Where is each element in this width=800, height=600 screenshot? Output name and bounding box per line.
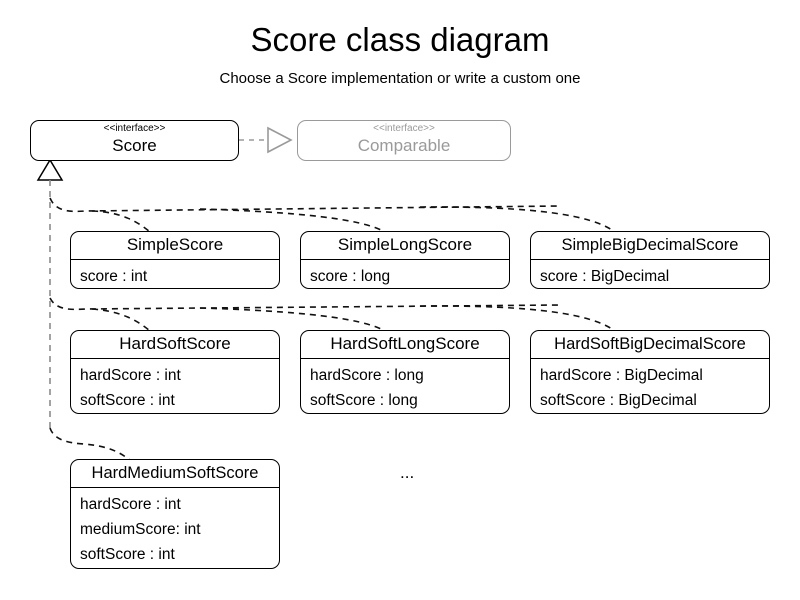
- stereotype-label: <<interface>>: [373, 123, 435, 134]
- attribute-row: hardScore : BigDecimal: [540, 367, 703, 384]
- class-name-label: SimpleLongScore: [337, 235, 473, 254]
- attribute-row: score : int: [80, 268, 148, 285]
- interface-box-score[interactable]: <<interface>> Score: [30, 120, 239, 161]
- attribute-row: hardScore : long: [310, 367, 424, 384]
- generalization-triangle-icon: [36, 158, 64, 181]
- box-header: <<interface>> Score: [31, 121, 238, 160]
- attribute-row: score : long: [310, 268, 391, 285]
- class-box-simple-big-decimal-score[interactable]: SimpleBigDecimalScore score : BigDecimal: [530, 231, 770, 289]
- class-box-simple-score[interactable]: SimpleScore score : int: [70, 231, 280, 289]
- attribute-row: softScore : int: [80, 546, 175, 563]
- attribute-row: mediumScore: int: [80, 521, 201, 538]
- attribute-row: softScore : long: [310, 392, 418, 409]
- class-box-hard-medium-soft-score[interactable]: HardMediumSoftScore hardScore : int medi…: [70, 459, 280, 569]
- page-title: Score class diagram: [250, 21, 550, 58]
- class-box-hard-soft-score[interactable]: HardSoftScore hardScore : int softScore …: [70, 330, 280, 414]
- class-name-label: Comparable: [357, 136, 451, 155]
- more-implementations-ellipsis: ...: [400, 463, 415, 482]
- class-name-label: HardSoftLongScore: [330, 334, 480, 353]
- box-header: <<interface>> Comparable: [298, 121, 510, 160]
- box-header: HardSoftScore: [71, 331, 279, 359]
- interface-box-comparable[interactable]: <<interface>> Comparable: [297, 120, 511, 161]
- class-box-simple-long-score[interactable]: SimpleLongScore score : long: [300, 231, 510, 289]
- stereotype-label: <<interface>>: [103, 123, 166, 134]
- attribute-row: softScore : int: [80, 392, 175, 409]
- box-header: HardSoftBigDecimalScore: [531, 331, 769, 359]
- box-header: SimpleScore: [71, 232, 279, 260]
- class-name-label: SimpleBigDecimalScore: [561, 236, 739, 254]
- box-attributes: score : long: [301, 260, 509, 288]
- realization-score-to-comparable: [239, 126, 293, 154]
- attribute-row: hardScore : int: [80, 367, 181, 384]
- box-header: SimpleBigDecimalScore: [531, 232, 769, 260]
- box-header: SimpleLongScore: [301, 232, 509, 260]
- class-name-label: HardSoftScore: [119, 334, 231, 353]
- attribute-row: softScore : BigDecimal: [540, 392, 697, 409]
- box-attributes: score : int: [71, 260, 279, 288]
- class-name-label: SimpleScore: [126, 235, 224, 254]
- class-name-label: HardSoftBigDecimalScore: [554, 335, 746, 353]
- box-header: HardSoftLongScore: [301, 331, 509, 359]
- box-attributes: hardScore : long softScore : long: [301, 359, 509, 413]
- inheritance-branch-row-1: [49, 197, 613, 233]
- box-header: HardMediumSoftScore: [71, 460, 279, 488]
- class-name-label: HardMediumSoftScore: [91, 464, 259, 482]
- box-attributes: score : BigDecimal: [531, 260, 769, 288]
- class-box-hard-soft-long-score[interactable]: HardSoftLongScore hardScore : long softS…: [300, 330, 510, 414]
- attribute-row: hardScore : int: [80, 496, 181, 513]
- box-attributes: hardScore : int mediumScore: int softSco…: [71, 488, 279, 568]
- inheritance-branch-row-2: [49, 297, 613, 332]
- attribute-row: score : BigDecimal: [540, 268, 670, 285]
- box-attributes: hardScore : BigDecimal softScore : BigDe…: [531, 359, 769, 413]
- class-name-label: Score: [112, 136, 157, 155]
- page-subtitle: Choose a Score implementation or write a…: [219, 70, 581, 87]
- inheritance-branch-row-3: [49, 427, 132, 462]
- class-box-hard-soft-big-decimal-score[interactable]: HardSoftBigDecimalScore hardScore : BigD…: [530, 330, 770, 414]
- box-attributes: hardScore : int softScore : int: [71, 359, 279, 413]
